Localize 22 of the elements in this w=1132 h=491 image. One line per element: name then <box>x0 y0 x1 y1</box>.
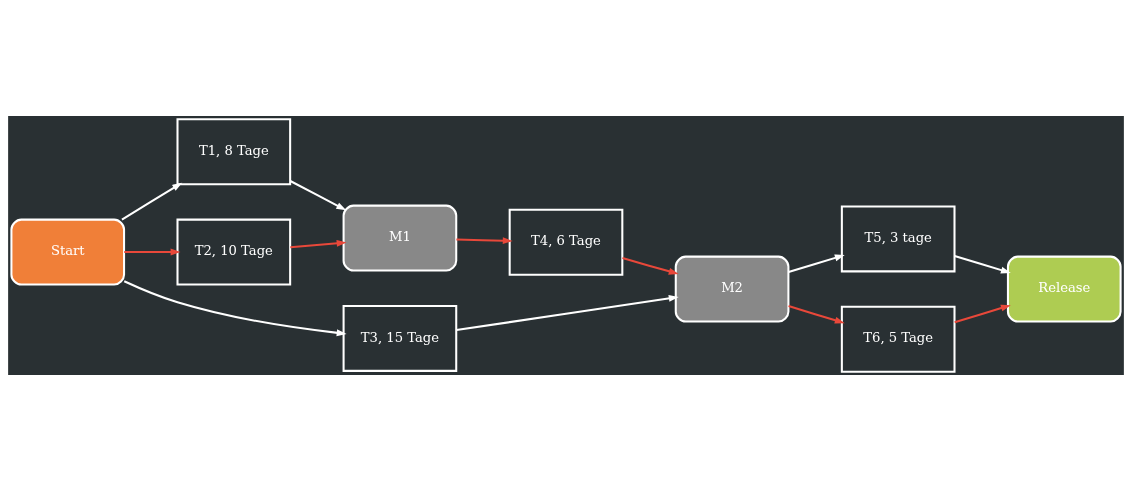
node-box: T1, 8 Tage <box>176 118 292 186</box>
arrow <box>954 304 1011 324</box>
arrow <box>954 254 1011 274</box>
arrow <box>121 182 183 221</box>
arrow <box>289 180 347 211</box>
node-box: T3, 15 Tage <box>342 304 458 372</box>
arrow <box>456 294 679 332</box>
node-box: T2, 10 Tage <box>176 218 292 286</box>
node-box: T6, 5 Tage <box>840 305 956 373</box>
node-box: M2 <box>674 255 790 323</box>
arrow <box>123 280 347 337</box>
arrow <box>456 237 513 245</box>
node-box: Start <box>10 218 126 286</box>
arrow <box>290 239 347 249</box>
node-box: T5, 3 tage <box>840 205 956 273</box>
node-box: Release <box>1006 255 1122 323</box>
node-box: T4, 6 Tage <box>508 208 624 276</box>
arrow <box>788 305 845 324</box>
arrow <box>124 248 181 256</box>
node-box: M1 <box>342 204 458 272</box>
arrow <box>788 254 845 274</box>
arrow <box>622 257 679 275</box>
